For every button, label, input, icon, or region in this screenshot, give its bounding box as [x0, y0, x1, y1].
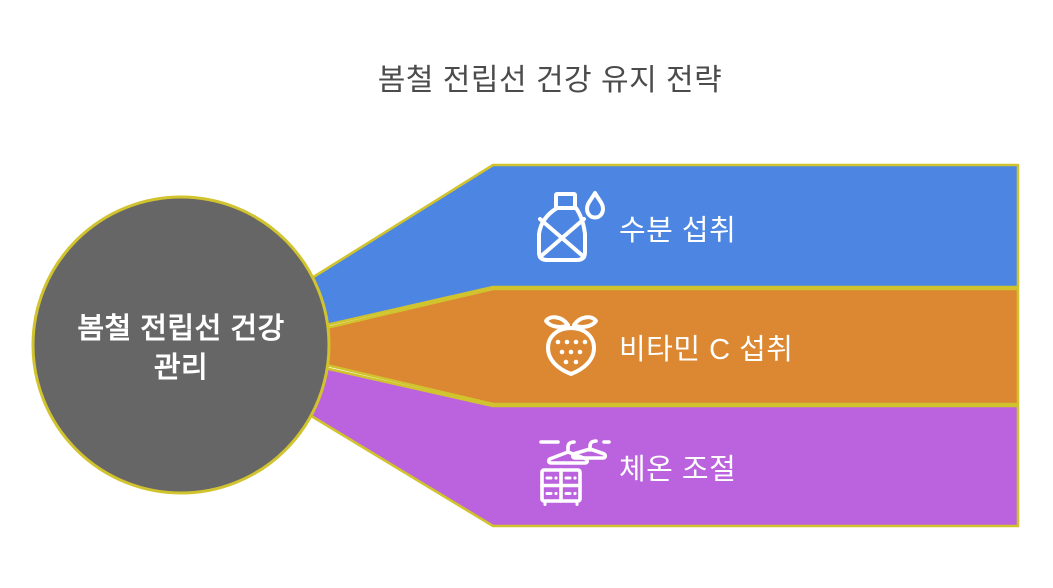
branch-label-water: 수분 섭취: [619, 215, 737, 247]
strawberry-seeds: [555, 339, 588, 365]
center-circle-label-line1: 봄철 전립선 건강: [77, 313, 285, 345]
center-circle-label-line2: 관리: [153, 352, 209, 384]
center-circle: [31, 195, 331, 495]
branch-label-vitamin: 비타민 C 섭취: [619, 334, 794, 366]
page-title: 봄철 전립선 건강 유지 전략: [377, 64, 723, 97]
strawberry-icon: [544, 315, 598, 376]
center-circle-label: 봄철 전립선 건강 관리: [41, 310, 321, 388]
water-canteen-icon: [537, 191, 605, 262]
wardrobe-hanger-icon: [539, 439, 611, 506]
branch-label-temperature: 체온 조절: [619, 454, 737, 486]
